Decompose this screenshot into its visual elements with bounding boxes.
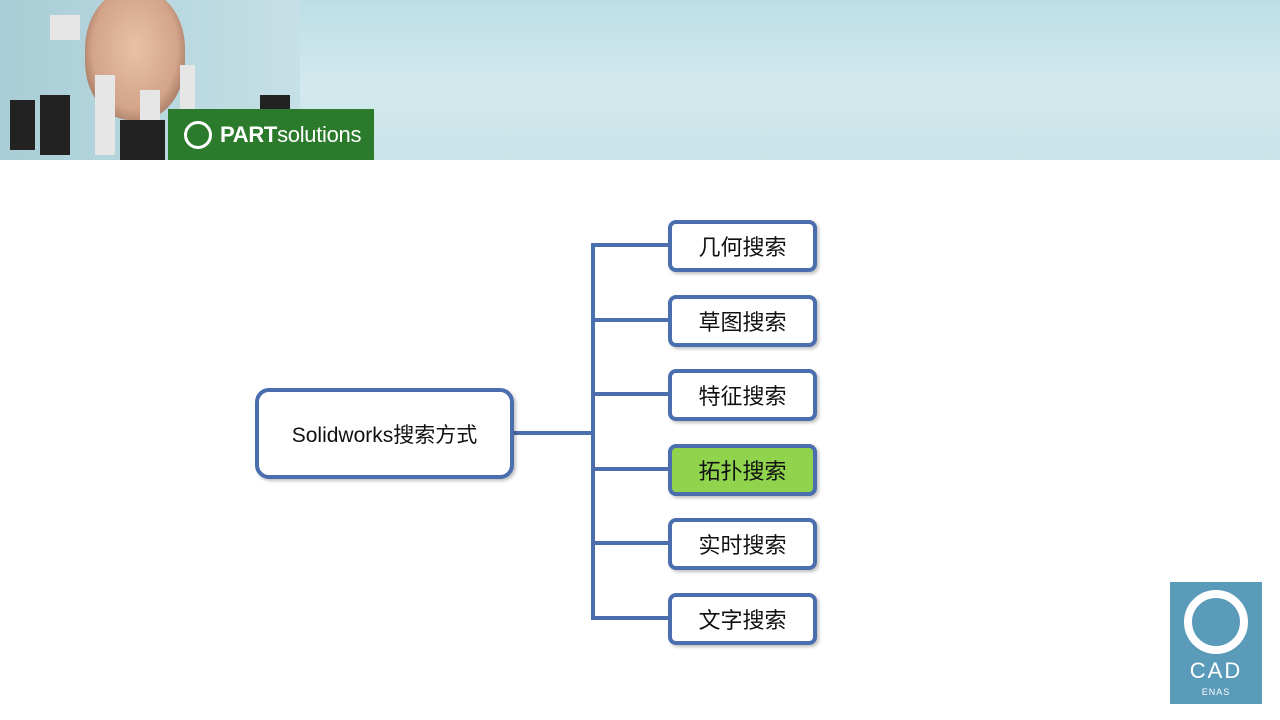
cadenas-ring-icon	[1184, 590, 1248, 654]
part-shape	[40, 95, 70, 155]
part-shape	[140, 90, 160, 120]
root-node: Solidworks搜索方式	[255, 388, 514, 479]
branch-line	[591, 243, 669, 247]
part-shape	[50, 15, 80, 40]
child-node-realtime-search: 实时搜索	[668, 518, 817, 570]
child-node-topology-search: 拓扑搜索	[668, 444, 817, 496]
cadenas-logo: CAD ENAS	[1170, 582, 1262, 704]
partsolutions-logo: PARTsolutions	[168, 109, 374, 160]
header-photo	[0, 0, 300, 160]
trunk-line	[591, 243, 595, 620]
branch-line	[591, 467, 669, 471]
brand-light: solutions	[277, 121, 362, 147]
part-shape	[120, 120, 165, 160]
partsolutions-logo-icon	[184, 120, 212, 149]
part-shape	[10, 100, 35, 150]
child-node-feature-search: 特征搜索	[668, 369, 817, 421]
branch-line	[591, 616, 669, 620]
part-shape	[180, 65, 195, 110]
part-shape	[95, 75, 115, 155]
brand-bold: PART	[220, 121, 278, 147]
branch-line	[591, 318, 669, 322]
child-node-sketch-search: 草图搜索	[668, 295, 817, 347]
root-connector	[513, 431, 595, 435]
cadenas-logo-text: CAD	[1189, 658, 1243, 683]
slide-header-banner: PARTsolutions	[0, 0, 1280, 160]
part-shape	[260, 95, 290, 110]
cadenas-logo-subtext: ENAS	[1201, 687, 1231, 697]
child-node-geometry-search: 几何搜索	[668, 220, 817, 272]
child-node-text-search: 文字搜索	[668, 593, 817, 645]
branch-line	[591, 541, 669, 545]
branch-line	[591, 392, 669, 396]
